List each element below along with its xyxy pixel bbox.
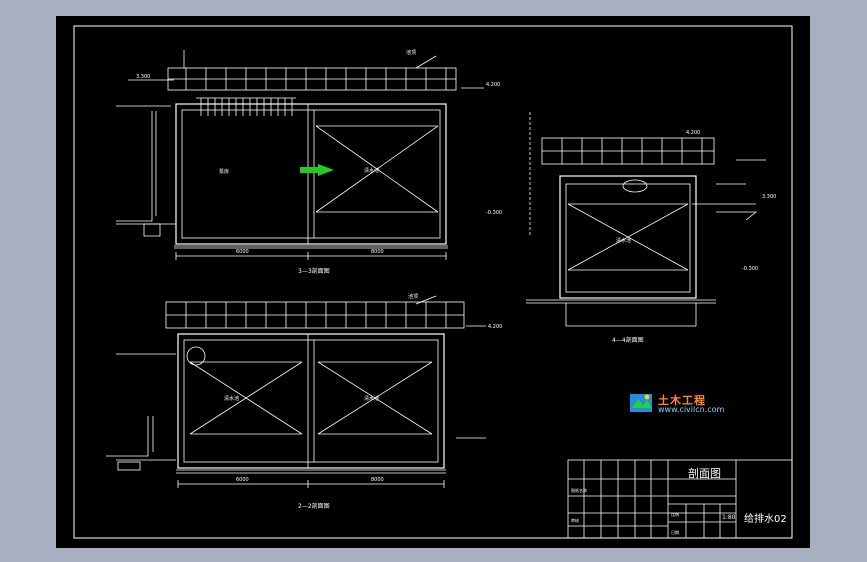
elev-bottom-1: -0.300 xyxy=(486,210,502,216)
section-4-4-caption: 4—4剖面图 xyxy=(612,336,644,344)
section-4-4 xyxy=(526,112,766,327)
room-a-label-2: 清水池 xyxy=(224,395,239,402)
dim-b-label-2: 8000 xyxy=(371,477,384,483)
section-3-3 xyxy=(116,50,484,260)
elev-top-3: 4.200 xyxy=(686,130,700,136)
dim-a-label-2: 6000 xyxy=(236,477,249,483)
room-b-label: 清水池 xyxy=(364,167,379,174)
tb-row3: 审核 xyxy=(571,517,579,523)
tb-row1: 图纸名称 xyxy=(571,487,587,493)
section-2-2-caption: 2—2剖面图 xyxy=(298,502,330,510)
room-a-label: 泵房 xyxy=(219,168,229,175)
drawing-name: 剖面图 xyxy=(688,466,721,480)
room-label-3: 清水池 xyxy=(616,237,631,244)
drawing-svg: 泵房 清水池 6000 8000 池顶 4.200 3.300 -0.300 3… xyxy=(73,25,793,539)
elev-mid-1: 3.300 xyxy=(136,74,150,80)
watermark-logo-icon xyxy=(630,394,652,412)
tb-row4: 日期 xyxy=(671,529,679,535)
scale-value: 1:80 xyxy=(722,514,736,521)
green-arrow-marker xyxy=(300,164,334,176)
title-block xyxy=(567,459,793,539)
watermark-brand: 土木工程 xyxy=(658,394,706,407)
top-note-1: 池顶 xyxy=(406,49,416,56)
section-3-3-caption: 3—3剖面图 xyxy=(298,267,330,275)
elev-top-1: 4.200 xyxy=(486,82,500,88)
dim-b-label: 8000 xyxy=(371,249,384,255)
top-note-2: 池顶 xyxy=(408,293,418,300)
elev-bottom-3: -0.300 xyxy=(742,266,758,272)
watermark-url: www.civilcn.com xyxy=(658,405,725,414)
elev-top-2: 4.200 xyxy=(488,324,502,330)
room-b-label-2: 清水池 xyxy=(364,395,379,402)
tb-row2: 比例 xyxy=(671,511,679,517)
sheet-border xyxy=(73,25,793,539)
elev-mid-3: 3.300 xyxy=(762,194,776,200)
section-2-2 xyxy=(106,295,486,488)
drawing-canvas[interactable]: 泵房 清水池 6000 8000 池顶 4.200 3.300 -0.300 3… xyxy=(56,16,810,548)
watermark: 土木工程 www.civilcn.com xyxy=(629,390,724,416)
drawing-number: 给排水02 xyxy=(744,512,787,525)
dim-a-label: 6000 xyxy=(236,249,249,255)
